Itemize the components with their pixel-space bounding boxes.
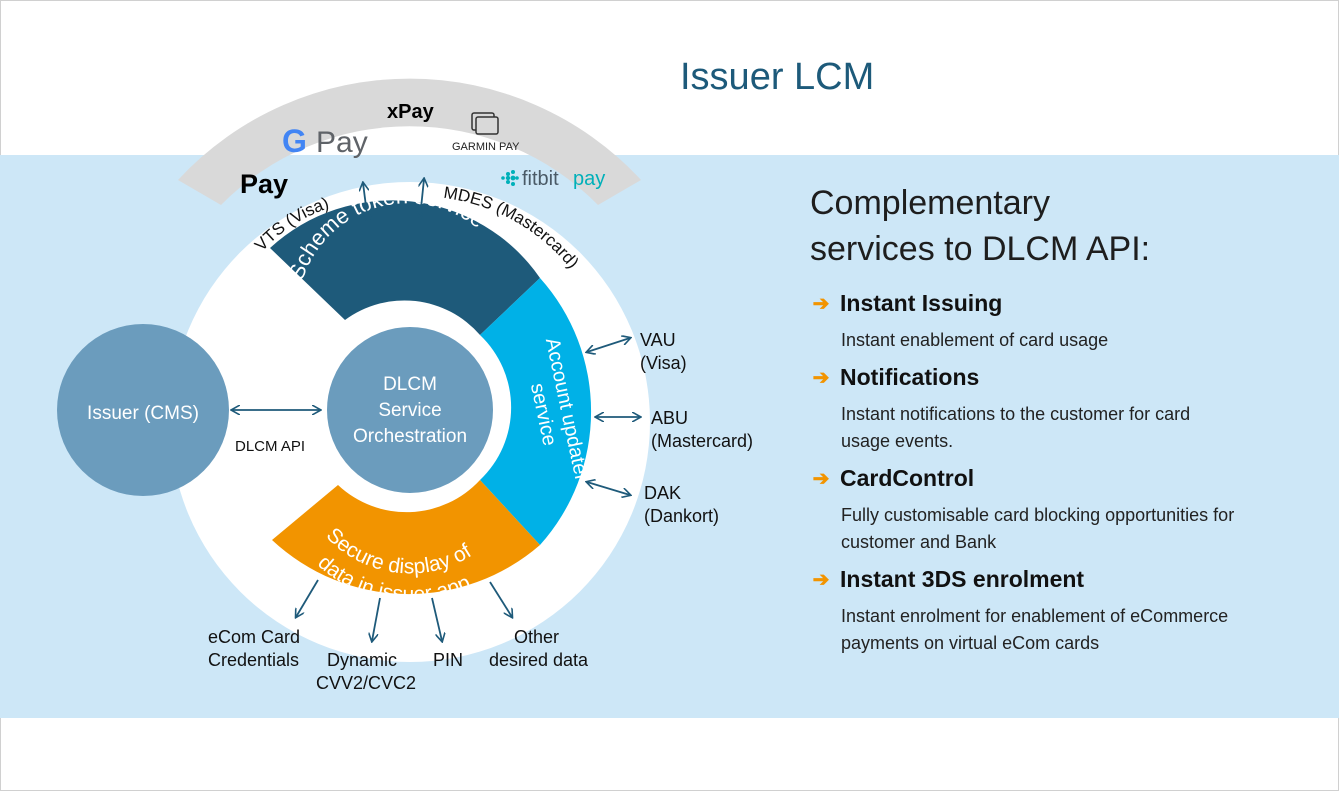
fitbit-pay-logo: fitbit pay <box>501 168 605 190</box>
service-title: CardControl <box>840 465 975 491</box>
arrow-right-icon: ➔ <box>812 468 830 490</box>
svg-text:Pay: Pay <box>316 126 368 159</box>
dlcm-circle <box>323 323 497 497</box>
svg-text:pay: pay <box>573 168 605 190</box>
svg-text:(Mastercard): (Mastercard) <box>651 431 753 451</box>
svg-text:G: G <box>282 123 307 159</box>
service-title: Instant Issuing <box>840 290 1003 316</box>
service-description: Fully customisable card blocking opportu… <box>841 505 1235 552</box>
connector-arrows <box>232 179 640 641</box>
arrow-right-icon: ➔ <box>812 569 830 591</box>
scheme-update-labels: VAU (Visa) ABU (Mastercard) DAK (Dankort… <box>640 330 753 526</box>
service-title: Notifications <box>840 364 980 390</box>
svg-text:DAK: DAK <box>644 483 681 503</box>
service-description: Instant notifications to the customer fo… <box>841 404 1191 451</box>
svg-text:fitbit: fitbit <box>522 168 559 190</box>
svg-text:(Visa): (Visa) <box>640 353 687 373</box>
service-description: Instant enablement of card usage <box>841 330 1109 350</box>
arrow-right-icon: ➔ <box>812 367 830 389</box>
dlcm-orchestration-label: DLCM Service Orchestration <box>353 374 467 447</box>
services-heading-line1: Complementary <box>810 184 1050 222</box>
services-panel: Complementary services to DLCM API: ➔ Ins… <box>810 180 1330 667</box>
svg-text:Dynamic: Dynamic <box>327 650 397 670</box>
service-item: ➔ Notifications Instant notifications to … <box>810 364 1330 455</box>
page-title: Issuer LCM <box>680 56 875 98</box>
svg-text:desired data: desired data <box>489 650 589 670</box>
apple-pay-logo: Pay <box>240 169 288 199</box>
svg-text:Service: Service <box>378 400 441 421</box>
svg-text:eCom Card: eCom Card <box>208 627 300 647</box>
service-description: Instant enrolment for enablement of eCom… <box>841 606 1229 653</box>
svg-text:VAU: VAU <box>640 330 676 350</box>
dlcm-api-label: DLCM API <box>235 438 305 455</box>
svg-text:(Dankort): (Dankort) <box>644 506 719 526</box>
service-title: Instant 3DS enrolment <box>840 566 1085 592</box>
scheme-token-service-segment <box>270 200 540 335</box>
services-heading-line2: services to DLCM API: <box>810 230 1151 268</box>
xpay-logo: xPay <box>387 101 435 123</box>
svg-text:ABU: ABU <box>651 408 688 428</box>
svg-text:GARMIN PAY: GARMIN PAY <box>452 141 520 153</box>
services-heading: Complementary services to DLCM API: <box>810 180 1330 272</box>
svg-text:DLCM: DLCM <box>383 374 437 395</box>
svg-text:Other: Other <box>514 627 559 647</box>
wallet-band <box>178 78 641 205</box>
svg-text:Pay: Pay <box>240 169 288 199</box>
issuer-circle <box>57 324 229 496</box>
svg-text:Credentials: Credentials <box>208 650 299 670</box>
svg-text:Orchestration: Orchestration <box>353 426 467 447</box>
issuer-label: Issuer (CMS) <box>87 403 199 424</box>
svg-text:PIN: PIN <box>433 650 463 670</box>
account-updater-segment <box>480 278 592 545</box>
garmin-pay-logo: GARMIN PAY <box>452 112 520 153</box>
secure-display-segment <box>272 480 540 595</box>
svg-text:CVV2/CVC2: CVV2/CVC2 <box>316 673 416 693</box>
service-item: ➔ Instant 3DS enrolment Instant enrolment… <box>810 566 1330 657</box>
secure-data-labels: eCom Card Credentials Dynamic CVV2/CVC2 … <box>208 627 589 693</box>
google-pay-logo: G Pay <box>282 123 368 159</box>
service-item: ➔ Instant Issuing Instant enablement of c… <box>810 290 1330 354</box>
service-item: ➔ CardControl Fully customisable card blo… <box>810 465 1330 556</box>
arrow-right-icon: ➔ <box>812 293 830 315</box>
